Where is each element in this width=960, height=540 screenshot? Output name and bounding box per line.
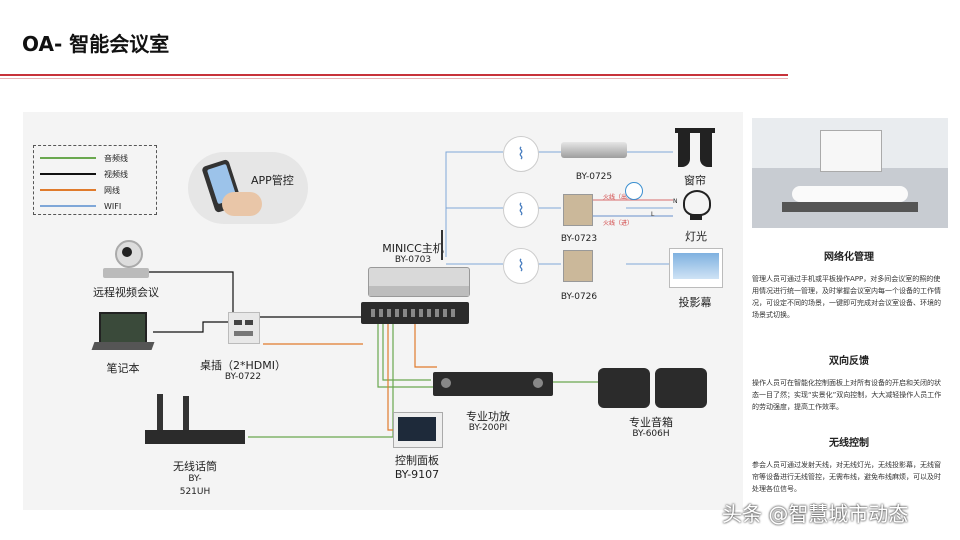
page-title: OA- 智能会议室 [22,32,170,56]
legend-wifi: WIFI [40,200,121,212]
curtain-controller-device [561,142,627,158]
light-label: 灯光 [685,230,707,243]
bulb-icon [625,182,643,200]
legend-label: 网线 [104,185,120,195]
feature-two-way-feedback: 双向反馈 操作人员可在智能化控制面板上对所有设备的开启和关闭的状态一目了然；实现… [752,352,946,413]
legend-label: WIFI [104,201,122,211]
screen-controller-device [563,250,593,282]
amplifier-label: 专业功放 [466,410,510,423]
microphone-icon [183,396,189,432]
screen-controller-model: BY-0726 [560,292,598,302]
mic-label: 无线话筒 [173,460,217,473]
app-control-icon [188,152,308,224]
camera-label: 远程视频会议 [93,286,159,299]
desk-socket-label: 桌插（2*HDMI） [200,359,286,372]
wifi-icon: ⌇ [503,136,539,172]
host-back-panel [361,302,469,324]
legend-video: 视频线 [40,168,128,180]
title-divider [0,74,788,76]
control-panel-model: BY-9107 [394,468,440,481]
speaker-label: 专业音箱 [629,416,673,429]
wifi-icon: ⌇ [503,248,539,284]
amplifier-device [433,372,553,396]
curtain-label: 窗帘 [684,174,706,187]
system-diagram: 音频线 视频线 网线 WIFI APP管控 远程视频会议 笔记本 桌插（2*HD… [23,112,743,510]
host-label: MINICC主机 [382,242,444,255]
legend-label: 视频线 [104,169,128,179]
screen-label: 投影幕 [678,296,712,309]
feature-network-management: 网络化管理 管理人员可通过手机或平板操作APP，对多间会议室的照的使用情况进行统… [752,248,946,321]
curtain-icon [675,128,715,168]
light-bulb-icon [683,190,711,222]
feature-body: 参会人员可通过发射天线，对无线灯光，无线投影幕，无线窗帘等设备进行无线管控，无需… [752,461,941,493]
watermark-text: 头条 @智慧城市动态 [722,502,909,526]
mic-model: BY- [188,474,202,484]
light-controller-device [563,194,593,226]
legend-network: 网线 [40,184,120,196]
feature-heading: 无线控制 [829,438,869,449]
light-controller-model: BY-0723 [560,234,598,244]
legend-audio: 音频线 [40,152,128,164]
live-in-label: 火线（进） [603,220,634,227]
speaker-icon [598,368,650,408]
amplifier-model: BY-200PI [468,423,508,433]
mic-receiver-device [145,430,245,444]
host-model: BY-0703 [394,255,432,265]
control-panel-label: 控制面板 [395,454,439,467]
feature-heading: 双向反馈 [829,356,869,367]
wifi-icon: ⌇ [503,192,539,228]
legend: 音频线 视频线 网线 WIFI [33,145,157,215]
feature-heading: 网络化管理 [824,252,874,263]
feature-wireless-control: 无线控制 参会人员可通过发射天线，对无线灯光，无线投影幕，无线窗帘等设备进行无线… [752,434,946,495]
control-panel-device [393,412,443,448]
host-device [368,267,470,297]
projection-screen-icon [669,248,723,288]
desk-socket-icon [228,312,260,344]
meeting-room-photo [752,118,948,228]
legend-label: 音频线 [104,153,128,163]
desk-socket-model: BY-0722 [224,372,262,382]
feature-body: 操作人员可在智能化控制面板上对所有设备的开启和关闭的状态一目了然；实现“实景化”… [752,379,942,411]
speaker-model: BY-606H [632,429,670,439]
laptop-label: 笔记本 [106,362,140,375]
title-divider-thin [0,78,788,79]
mic-model-2: 521UH [179,487,211,497]
antenna-icon [441,230,443,260]
microphone-icon [157,394,163,432]
app-label: APP管控 [251,174,294,187]
speaker-icon [655,368,707,408]
line-label: L [651,211,655,218]
camera-icon [103,240,149,280]
live-out-label: 火线（出） [603,194,634,201]
feature-body: 管理人员可通过手机或平板操作APP，对多间会议室的照的使用情况进行统一管理，及时… [752,275,941,319]
curtain-controller-model: BY-0725 [575,172,613,182]
neutral-label: N [673,198,678,205]
laptop-icon [91,312,155,354]
